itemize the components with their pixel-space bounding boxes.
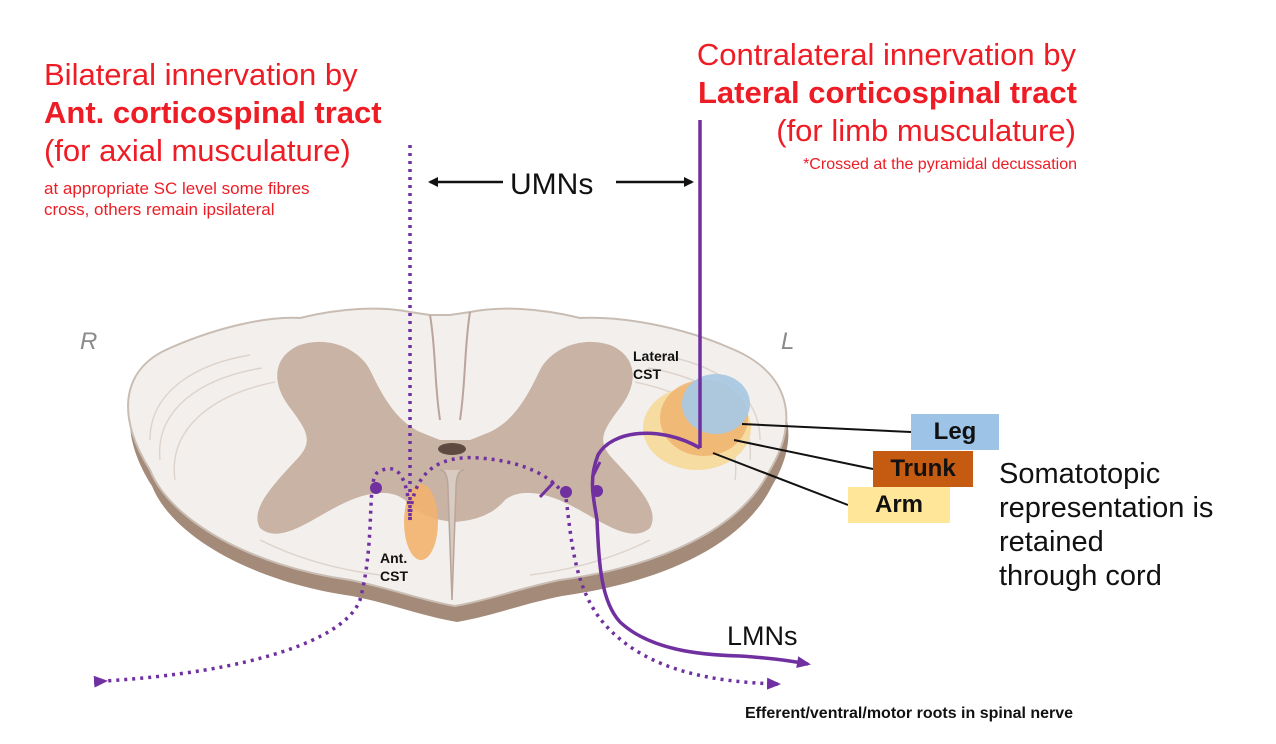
- axial-musculature-label: (for axial musculature): [44, 133, 351, 168]
- ant-cst-synapse-left: [560, 486, 572, 498]
- left-side-label: L: [781, 328, 795, 355]
- ant-cst-label-line1: Ant.: [380, 550, 408, 566]
- ant-cst-synapse-right: [370, 482, 382, 494]
- somatotopic-caption: Somatotopic representation is retained t…: [999, 457, 1213, 593]
- bilateral-innervation-title: Bilateral innervation by: [44, 57, 358, 92]
- ant-cst-crossing-note: at appropriate SC level some fibres cros…: [44, 178, 310, 220]
- trunk-box: Trunk: [873, 451, 973, 487]
- ant-cst-label: Ant. CST: [380, 549, 408, 585]
- somatotopic-caption-line1: Somatotopic: [999, 458, 1161, 490]
- lateral-cst-synapse: [591, 485, 603, 497]
- somatotopic-caption-line4: through cord: [999, 560, 1162, 592]
- posterior-median-sulcus: [429, 311, 471, 421]
- efferent-roots-label: Efferent/ventral/motor roots in spinal n…: [745, 705, 1074, 722]
- somatotopy-leader-lines: [712, 423, 912, 506]
- limb-musculature-label: (for limb musculature): [776, 113, 1076, 148]
- lateral-cst-label-line2: CST: [633, 366, 661, 382]
- cord-grey-matter: [257, 341, 653, 534]
- ant-cst-note-line1: at appropriate SC level some fibres: [44, 179, 310, 198]
- pyramidal-decussation-note: *Crossed at the pyramidal decussation: [803, 156, 1077, 173]
- ant-cst-terminal-tick: [538, 480, 556, 499]
- ant-cst-note-line2: cross, others remain ipsilateral: [44, 200, 275, 219]
- arm-box: Arm: [848, 487, 950, 523]
- anterior-median-fissure: [439, 469, 465, 601]
- lateral-cst-terminal-tick: [591, 461, 602, 477]
- lmns-label: LMNs: [727, 621, 798, 651]
- central-canal: [438, 443, 466, 455]
- ant-cst-label-line2: CST: [380, 568, 408, 584]
- lateral-cst-pathway: [590, 120, 811, 669]
- somatotopic-caption-line2: representation is: [999, 492, 1214, 524]
- contralateral-innervation-title: Contralateral innervation by: [696, 37, 1076, 72]
- right-side-label: R: [80, 328, 98, 355]
- lateral-cst-label: Lateral CST: [633, 347, 679, 383]
- ant-corticospinal-tract-label: Ant. corticospinal tract: [44, 95, 382, 130]
- lateral-cst-leg-zone: [682, 374, 750, 434]
- lateral-cst-label-line1: Lateral: [633, 348, 679, 364]
- lateral-corticospinal-tract-label: Lateral corticospinal tract: [697, 75, 1077, 110]
- anterior-cst-pathway: [93, 145, 781, 690]
- somatotopic-caption-line3: retained: [999, 526, 1104, 558]
- umns-label: UMNs: [510, 168, 594, 201]
- leg-box: Leg: [911, 414, 999, 450]
